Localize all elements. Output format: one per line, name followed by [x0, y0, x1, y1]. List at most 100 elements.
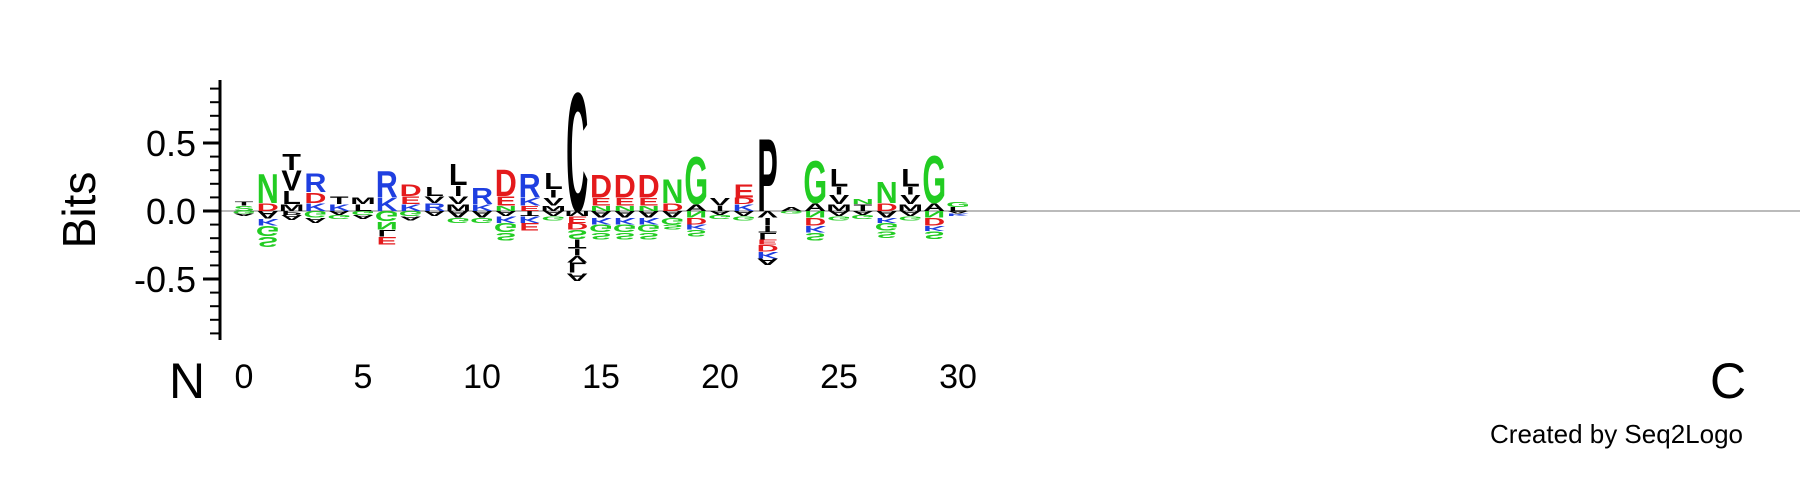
residue-glyph: G: [732, 215, 756, 221]
residue-glyph: D: [804, 215, 826, 228]
x-tick-label: 20: [701, 358, 739, 396]
residue-glyph: R: [304, 169, 326, 199]
residue-glyph: G: [327, 214, 351, 220]
residue-glyph: G: [494, 220, 518, 235]
residue-glyph: M: [350, 196, 375, 206]
residue-glyph: G: [851, 214, 875, 220]
residue-glyph: A: [542, 209, 564, 217]
residue-glyph: N: [876, 176, 898, 210]
residue-glyph: I: [716, 204, 724, 212]
residue-glyph: A: [233, 213, 255, 217]
residue-glyph: A: [733, 209, 755, 217]
residue-glyph: R: [376, 164, 398, 206]
y-tick-label: -0.5: [134, 259, 196, 300]
residue-glyph: S: [662, 223, 682, 231]
x-tick-label: 5: [354, 358, 373, 396]
residue-glyph: G: [875, 221, 899, 234]
residue-glyph: I: [763, 215, 771, 228]
residue-glyph: K: [614, 216, 637, 226]
residue-glyph: N: [638, 204, 660, 212]
residue-glyph: K: [757, 250, 780, 260]
residue-glyph: R: [423, 201, 446, 214]
residue-glyph: D: [876, 201, 898, 214]
residue-glyph: I: [835, 184, 843, 197]
residue-glyph: G: [542, 215, 566, 221]
residue-glyph: A: [947, 210, 969, 214]
residue-glyph: D: [923, 215, 945, 228]
residue-glyph: M: [279, 203, 304, 213]
residue-glyph: T: [758, 224, 777, 234]
residue-glyph: A: [447, 209, 469, 219]
residue-glyph: T: [235, 200, 254, 206]
residue-glyph: T: [520, 209, 539, 217]
residue-glyph: V: [543, 195, 564, 208]
residue-glyph: E: [377, 234, 397, 247]
residue-glyph: A: [304, 216, 326, 224]
y-tick-label: 0.0: [146, 191, 196, 232]
residue-glyph: L: [425, 184, 444, 199]
residue-glyph: G: [232, 210, 256, 214]
residue-glyph: D: [685, 216, 707, 226]
residue-glyph: T: [568, 237, 587, 252]
residue-glyph: S: [615, 231, 635, 241]
residue-glyph: E: [496, 194, 516, 209]
residue-glyph: G: [827, 215, 851, 221]
residue-glyph: N: [804, 209, 826, 219]
residue-glyph: A: [899, 209, 921, 217]
residue-glyph: A: [828, 209, 850, 217]
residue-glyph: A: [281, 213, 303, 221]
residue-glyph: L: [354, 203, 373, 213]
residue-glyph: L: [544, 169, 563, 194]
residue-glyph: G: [256, 222, 280, 239]
x-tick-label: 25: [820, 358, 858, 396]
residue-glyph: K: [876, 216, 898, 224]
residue-glyph: K: [733, 203, 756, 213]
residue-glyph: G: [351, 210, 375, 216]
residue-glyph: G: [304, 209, 328, 219]
residue-glyph: P: [281, 210, 301, 216]
residue-glyph: L: [758, 231, 777, 241]
residue-glyph: K: [257, 217, 280, 227]
x-tick-label: 0: [235, 358, 254, 396]
residue-glyph: S: [924, 229, 944, 242]
residue-glyph: G: [803, 150, 827, 217]
residue-glyph: N: [257, 165, 279, 212]
residue-glyph: T: [853, 203, 872, 213]
residue-glyph: S: [686, 228, 706, 238]
residue-glyph: N: [495, 204, 517, 212]
residue-glyph: V: [829, 192, 850, 207]
residue-glyph: N: [590, 204, 612, 212]
residue-glyph: A: [661, 209, 683, 219]
residue-glyph: N: [661, 172, 683, 210]
credit-text: Created by Seq2Logo: [1490, 419, 1743, 449]
residue-glyph: A: [257, 209, 280, 222]
residue-glyph: V: [900, 192, 921, 207]
x-tick-label: 30: [939, 358, 977, 396]
residue-glyph: A: [852, 210, 874, 216]
residue-glyph: A: [804, 201, 827, 214]
residue-glyph: E: [638, 195, 658, 208]
residue-glyph: G: [922, 142, 946, 218]
residue-glyph: R: [519, 167, 541, 205]
residue-glyph: G: [613, 222, 637, 235]
residue-glyph: A: [638, 209, 660, 219]
residue-glyph: M: [564, 209, 589, 217]
x-tick-label: 10: [463, 358, 501, 396]
residue-glyph: K: [328, 203, 351, 213]
residue-glyph: D: [566, 221, 588, 231]
residue-glyph: G: [399, 209, 423, 217]
residue-glyph: N: [685, 209, 707, 219]
residue-glyph: V: [757, 209, 777, 219]
residue-glyph: A: [709, 210, 731, 216]
residue-glyph: G: [589, 222, 613, 235]
residue-glyph: N: [614, 204, 636, 212]
residue-glyph: A: [757, 257, 779, 267]
residue-glyph: S: [567, 227, 587, 242]
residue-glyph: K: [376, 195, 399, 216]
residue-glyph: G: [780, 210, 804, 214]
residue-glyph: K: [947, 213, 969, 217]
residue-glyph: G: [470, 216, 494, 224]
residue-glyph: A: [328, 210, 350, 216]
residue-glyph: S: [805, 230, 825, 243]
